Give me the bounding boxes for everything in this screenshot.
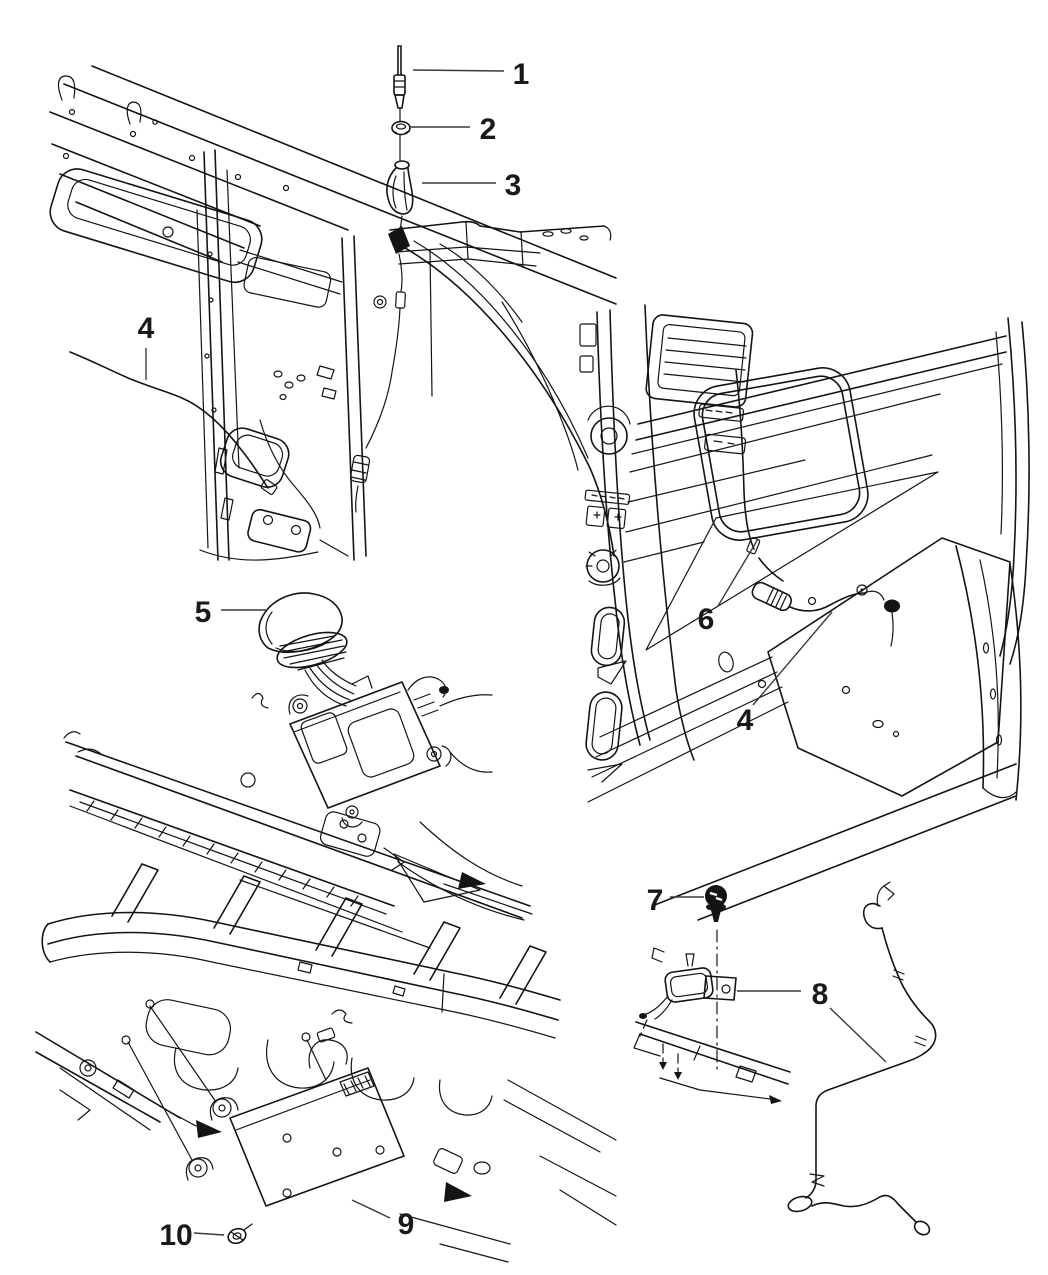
satellite-antenna bbox=[258, 592, 373, 707]
cowl-side-kick-panel bbox=[585, 537, 1022, 921]
illustration-instrument-panel bbox=[579, 304, 1030, 921]
cable-6-run bbox=[735, 369, 900, 647]
illustration-screw-cable bbox=[633, 881, 937, 1236]
callout-labels: 1 2 3 4 5 6 4 7 8 9 10 bbox=[138, 58, 829, 1252]
a-pillar bbox=[196, 149, 240, 561]
screw-7 bbox=[705, 885, 727, 1073]
left-lower-rail bbox=[35, 1031, 222, 1138]
glass-hatch bbox=[86, 800, 359, 907]
illustration-header-amplifier bbox=[35, 863, 617, 1263]
dash-and-pillar bbox=[623, 317, 1030, 665]
part-antenna-adapter bbox=[386, 160, 414, 233]
callout-label-8[interactable]: 8 bbox=[812, 978, 829, 1011]
callout-label-2[interactable]: 2 bbox=[480, 113, 497, 146]
windshield-frame-lines bbox=[49, 65, 617, 305]
antenna-cable-run bbox=[259, 253, 406, 529]
illustration-cowl-antenna bbox=[49, 65, 617, 561]
antenna-cable-loop bbox=[693, 367, 869, 541]
windshield-header bbox=[63, 692, 533, 949]
antenna-leads bbox=[304, 659, 373, 707]
part-antenna-mast bbox=[393, 45, 406, 123]
vent-grille-bars bbox=[663, 337, 747, 383]
roof-surface-sketch bbox=[633, 1021, 791, 1104]
callout-label-1[interactable]: 1 bbox=[513, 58, 530, 91]
callout-leader-9 bbox=[351, 1199, 391, 1219]
antenna-cable-8 bbox=[787, 881, 937, 1236]
callout-label-4-right[interactable]: 4 bbox=[737, 704, 754, 737]
callout-leader-8b bbox=[829, 1007, 887, 1063]
sdars-receiver-module bbox=[639, 947, 737, 1037]
gasket-hatch bbox=[279, 635, 347, 671]
part-antenna-grommet bbox=[391, 120, 411, 161]
callout-leader-1 bbox=[412, 69, 505, 72]
cable-4-run bbox=[69, 351, 278, 495]
antenna-base-mount bbox=[388, 226, 410, 254]
callout-label-7[interactable]: 7 bbox=[647, 884, 664, 917]
screw-10 bbox=[227, 1223, 253, 1245]
roof-bows bbox=[111, 863, 547, 1005]
callout-label-9[interactable]: 9 bbox=[398, 1208, 415, 1241]
callout-label-5[interactable]: 5 bbox=[195, 596, 212, 629]
callout-label-10[interactable]: 10 bbox=[159, 1219, 192, 1252]
antenna-parts-exploded bbox=[386, 45, 414, 233]
center-stack bbox=[579, 304, 754, 761]
roof-rail bbox=[41, 863, 561, 1116]
roof-module bbox=[288, 676, 452, 828]
cowl-scoop bbox=[49, 168, 263, 284]
illustration-roof-antenna-module bbox=[63, 592, 533, 949]
hinge-pillar-panel bbox=[199, 235, 433, 561]
callout-leader-10 bbox=[193, 1232, 225, 1236]
amplifier-module bbox=[121, 999, 405, 1207]
callout-leaders bbox=[145, 69, 887, 1236]
callout-leader-4-right bbox=[752, 611, 833, 706]
right-structure-fragments bbox=[399, 1079, 617, 1263]
fender bbox=[389, 220, 615, 557]
callout-leader-6 bbox=[717, 538, 759, 607]
callout-label-4-left[interactable]: 4 bbox=[138, 312, 155, 345]
callout-label-6[interactable]: 6 bbox=[698, 603, 715, 636]
callout-label-3[interactable]: 3 bbox=[505, 169, 522, 202]
